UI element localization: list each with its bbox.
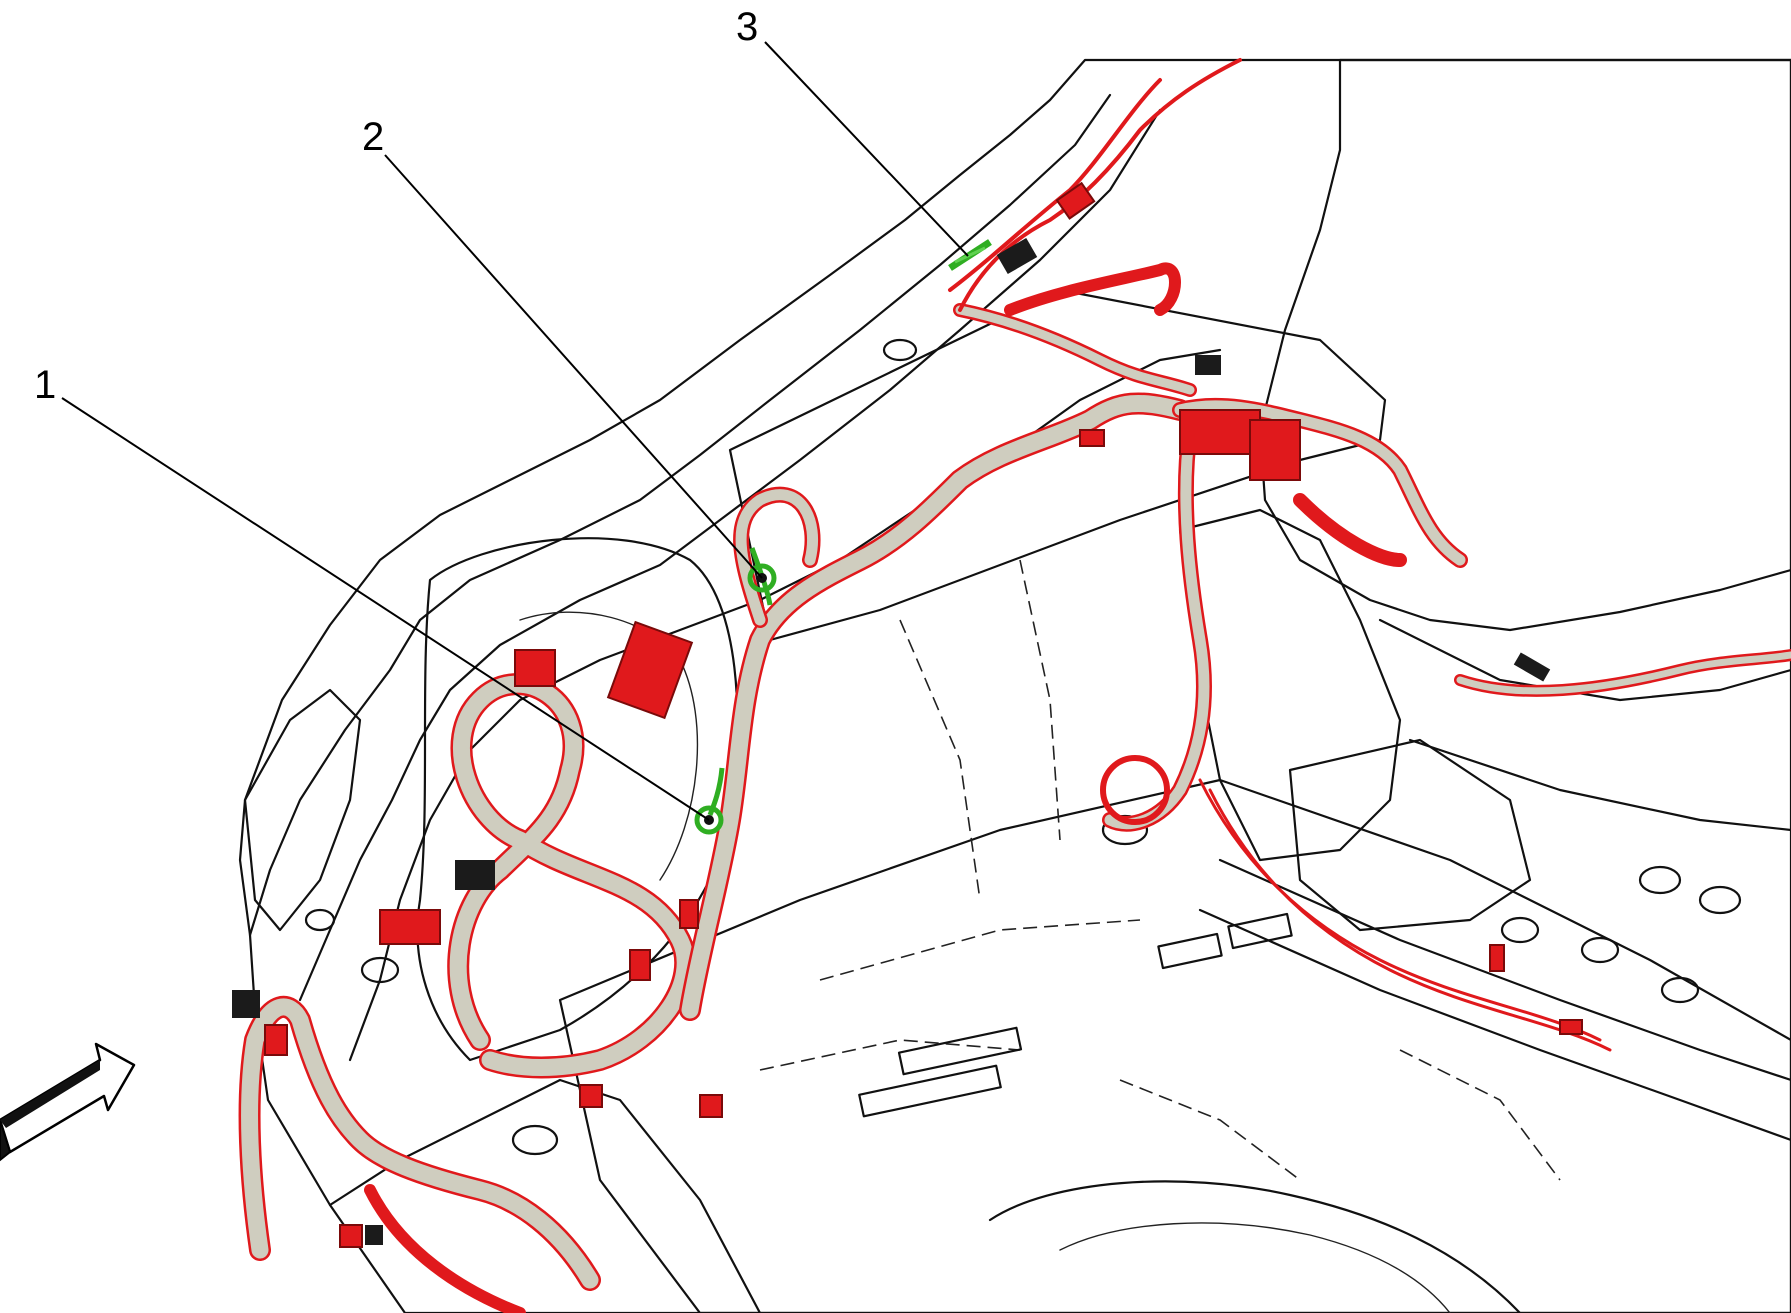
body-hole [1660,976,1700,1004]
harness-top-run-2 [948,78,1162,292]
body-hole [1500,916,1540,944]
clip-icon [365,1225,383,1245]
harness-floor-run-2 [1208,788,1612,1052]
harness-bumper-run [364,1184,526,1313]
quarter-panel-edge [248,93,1112,937]
ground-terminal-icon [948,239,992,271]
connector-icon [264,1024,288,1056]
harness-wheelhouse-loop-fill [449,675,694,1076]
harness-upper-branch-fill [735,489,819,626]
leader-line-1 [61,397,710,821]
trunk-opening-lip [348,348,1222,1062]
callout-3: 3 [736,5,758,49]
body-hole [882,338,918,362]
connector-icon [1559,1019,1583,1035]
dashed-contour [1119,1079,1301,1181]
harness-top-run [958,58,1242,312]
body-hole [511,1124,559,1156]
dashed-contour [819,919,1141,981]
clip-icon [1195,355,1221,375]
quarter-panel-inner-edge [298,108,1162,1002]
connector-icon [1079,429,1105,447]
wiring-harness [238,58,1791,1313]
dashed-contour [1399,1049,1561,1181]
trunk-floor [558,778,1791,1313]
right-rail-lower [1198,908,1791,1142]
window-opening [1258,58,1791,632]
body-hole [360,956,400,984]
callouts: 1 2 3 [34,5,758,407]
connectors [232,181,1583,1248]
clip-icon [232,990,260,1018]
leader-lines [61,41,969,821]
callout-2: 2 [362,115,384,159]
body-hole [1638,865,1682,895]
leader-line-2 [384,154,763,579]
connector-icon [1055,181,1096,220]
connector-icon [1489,944,1505,972]
view-direction-arrow-icon [0,1042,136,1162]
connector-icon [679,899,699,929]
harness-right-shelf [1293,493,1407,567]
connector-icon [339,1224,363,1248]
package-shelf [728,288,1387,642]
clip-icon [455,860,495,890]
body-hole [304,908,336,932]
connector-icon [514,649,556,687]
body-hole [1580,936,1620,964]
dashed-contour [759,1039,1021,1071]
tail-lamp-pocket [243,688,362,932]
right-rail [1218,858,1791,1082]
connector-icon [629,949,651,981]
floor-slot [1157,932,1223,970]
right-deck-lower [1408,738,1791,832]
dashed-contour [899,619,981,901]
connector-icon [699,1094,723,1118]
leader-line-3 [764,41,969,257]
callout-1: 1 [34,363,56,407]
harness-shelf-run-fill [1174,400,1466,566]
right-c-pillar [1178,508,1402,862]
connector-icon [606,620,694,720]
right-striker-area [1288,738,1532,932]
harness-main-run-fill [241,998,599,1289]
floor-slot [897,1026,1023,1076]
ground-terminal-icon [694,767,725,835]
harness-riser-fill [681,394,1189,1019]
grommet-icon [1100,755,1170,825]
connector-icon [379,909,441,945]
dashed-contour [1019,559,1061,841]
connector-icon [1249,419,1301,481]
harness-upper-rear-fill [955,305,1195,395]
clip-icon [1513,652,1551,682]
right-deck [1378,618,1791,702]
harness-floor-run [1198,778,1602,1042]
spare-tire-well [988,1180,1522,1313]
ground-terminal-icon [747,547,777,606]
clip-icon [996,237,1038,275]
harness-top-loop [1004,262,1181,316]
floor-slot [858,1064,1002,1118]
rear-body-panel [328,1078,762,1313]
body-hole [1698,885,1742,915]
floor-slot [1227,912,1293,950]
vehicle-body [238,58,1791,1313]
connector-icon [579,1084,603,1108]
harness-right-deck-fill [1456,651,1791,695]
connector-icon [1179,409,1261,455]
spare-tire-well-inner [1059,1222,1451,1313]
body-panel [238,58,1791,1313]
